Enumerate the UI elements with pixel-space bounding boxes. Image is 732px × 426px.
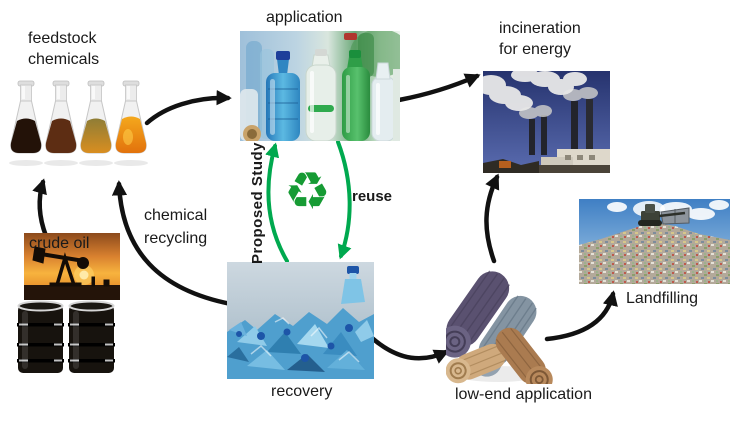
reuse-label: reuse: [352, 188, 393, 205]
incineration-plant-image: [483, 71, 610, 173]
low-end-application-label: low-end application: [455, 386, 592, 403]
recycle-icon: ♻: [284, 163, 331, 221]
crude-oil-label: crude oil: [29, 235, 90, 252]
pumpjack-image: [24, 233, 120, 300]
proposed-study-label: Proposed Study: [249, 141, 266, 264]
recovery-label: recovery: [271, 383, 333, 400]
flasks-image: [7, 75, 148, 168]
arrow-green-reuse-up: [265, 142, 289, 263]
arrow-chemical-recycling: [111, 180, 234, 307]
arrow-green-reuse-down: [336, 140, 352, 260]
recovery-pile-image: [227, 262, 374, 379]
textile-rolls-image: [446, 256, 556, 384]
chemical-recycling-label: chemical recycling: [144, 207, 208, 247]
incineration-label: incineration for energy: [499, 20, 581, 58]
arrow-recovery-to-textiles: [369, 335, 450, 364]
arrow-flasks-to-application: [144, 90, 232, 126]
oil-barrels-image: [15, 297, 116, 375]
arrow-crudeoil-to-flasks: [32, 178, 49, 239]
arrow-textiles-to-landfill: [544, 290, 618, 342]
landfill-image: [579, 199, 730, 284]
arrow-textiles-to-incineration: [484, 173, 500, 264]
landfilling-label: Landfilling: [626, 290, 699, 307]
application-label: application: [266, 9, 343, 26]
application-bottles-image: [240, 31, 400, 141]
arrow-application-to-incineration: [396, 73, 481, 103]
feedstock-chemicals-label: feedstock chemicals: [28, 30, 100, 68]
